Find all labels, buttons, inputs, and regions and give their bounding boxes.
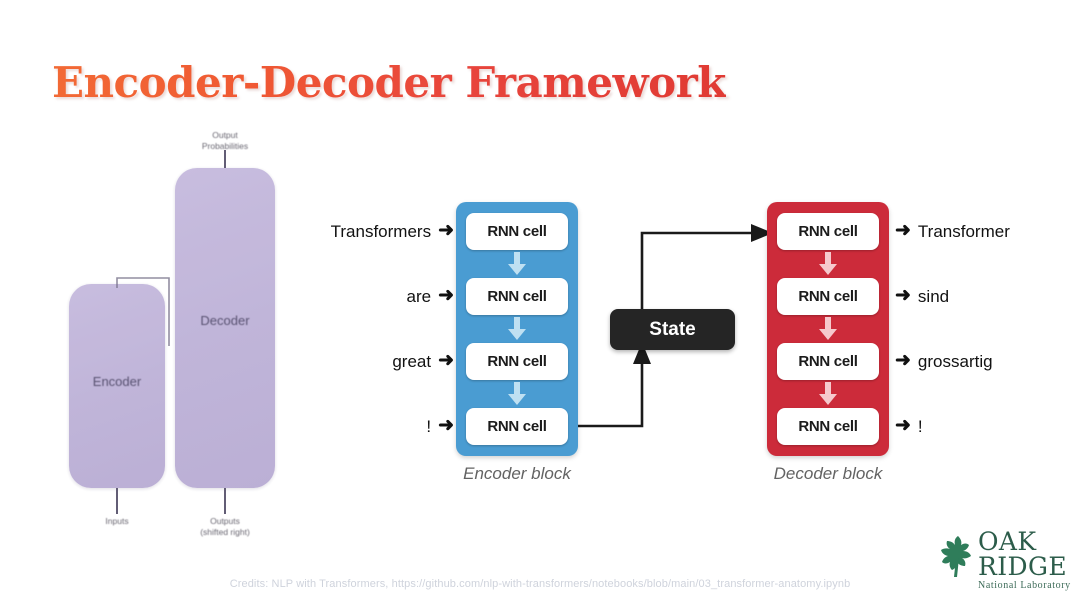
encoder-input-2-text: great	[392, 351, 432, 371]
arrow-right-icon: ➜	[438, 220, 454, 241]
encoder-input-2: great ➜	[134, 343, 454, 380]
decoder-output-1: ➜ sind	[895, 278, 949, 315]
encoder-input-3-text: !	[426, 416, 432, 436]
encoder-rnn-cell-2: RNN cell	[466, 343, 568, 380]
decoder-rnn-cell-3: RNN cell	[777, 408, 879, 445]
page-title-shadow: Encoder-Decoder Framework	[54, 60, 728, 109]
decoder-output-0-text: Transformer	[917, 221, 1010, 241]
encoder-input-1-text: are	[406, 286, 432, 306]
encoder-input-3: ! ➜	[134, 408, 454, 445]
encoder-block: RNN cell RNN cell RNN cell RNN cell	[456, 202, 578, 456]
inputs-connector	[116, 488, 118, 514]
outputs-label-line2: (shifted right)	[200, 527, 250, 537]
transformer-decoder-label: Decoder	[200, 313, 250, 328]
decoder-block: RNN cell RNN cell RNN cell RNN cell	[767, 202, 889, 456]
decoder-output-3-text: !	[917, 416, 923, 436]
oak-leaf-icon	[941, 536, 971, 577]
arrow-right-icon: ➜	[438, 415, 454, 436]
decoder-rnn-cell-0: RNN cell	[777, 213, 879, 250]
transformer-decoder-box: Decoder	[175, 168, 275, 488]
decoder-output-2: ➜ grossartig	[895, 343, 993, 380]
inputs-label: Inputs	[105, 516, 129, 526]
ornl-logo: OAK RIDGE National Laboratory	[938, 527, 1080, 594]
down-arrow-icon	[508, 317, 526, 340]
encoder-input-0-text: Transformers	[330, 221, 432, 241]
down-arrow-icon	[819, 317, 837, 340]
decoder-block-caption: Decoder block	[773, 464, 883, 483]
arrow-right-icon: ➜	[438, 350, 454, 371]
down-arrow-icon	[508, 252, 526, 275]
decoder-output-3: ➜ !	[895, 408, 923, 445]
output-probabilities-connector	[224, 150, 226, 168]
encoder-rnn-cell-1: RNN cell	[466, 278, 568, 315]
arrow-right-icon: ➜	[438, 285, 454, 306]
ornl-subtitle: National Laboratory	[978, 580, 1071, 591]
down-arrow-icon	[508, 382, 526, 405]
decoder-rnn-cell-2: RNN cell	[777, 343, 879, 380]
decoder-output-0: ➜ Transformer	[895, 213, 1010, 250]
transformer-architecture-figure: Output Probabilities Encoder Decoder Inp…	[55, 128, 295, 548]
encoder-input-1: are ➜	[134, 278, 455, 315]
encoder-rnn-cell-0: RNN cell	[466, 213, 568, 250]
decoder-output-1-text: sind	[917, 286, 950, 306]
transformer-encoder-box: Encoder	[69, 284, 165, 488]
decoder-rnn-cell-1: RNN cell	[777, 278, 879, 315]
outputs-label: Outputs (shifted right)	[169, 516, 281, 538]
page-title-text: Encoder-Decoder Framework	[52, 58, 726, 107]
arrow-right-icon: ➜	[895, 285, 911, 306]
encoder-input-0: Transformers ➜	[134, 213, 454, 250]
output-probabilities-line1: Output	[212, 130, 238, 140]
output-probabilities-line2: Probabilities	[201, 141, 249, 151]
ornl-line2: RIDGE	[978, 551, 1067, 581]
output-probabilities-label: Output Probabilities	[175, 130, 275, 152]
credits-text: Credits: NLP with Transformers, https://…	[229, 578, 851, 590]
state-box: State	[610, 309, 735, 350]
decoder-output-2-text: grossartig	[917, 351, 993, 371]
outputs-connector	[224, 488, 226, 514]
encoder-rnn-cell-3: RNN cell	[466, 408, 568, 445]
state-connector-lines	[578, 224, 773, 428]
state-label: State	[649, 318, 696, 340]
down-arrow-icon	[819, 382, 837, 405]
arrow-right-icon: ➜	[895, 220, 911, 241]
arrow-right-icon: ➜	[895, 350, 911, 371]
outputs-label-line1: Outputs	[210, 516, 240, 526]
encoder-to-decoder-connector	[116, 277, 170, 346]
arrow-right-icon: ➜	[895, 415, 911, 436]
ornl-wordmark: OAK RIDGE National Laboratory	[978, 527, 1071, 591]
down-arrow-icon	[819, 252, 837, 275]
ornl-line1: OAK	[978, 527, 1037, 556]
encoder-block-caption: Encoder block	[463, 464, 571, 483]
transformer-encoder-label: Encoder	[92, 374, 142, 389]
